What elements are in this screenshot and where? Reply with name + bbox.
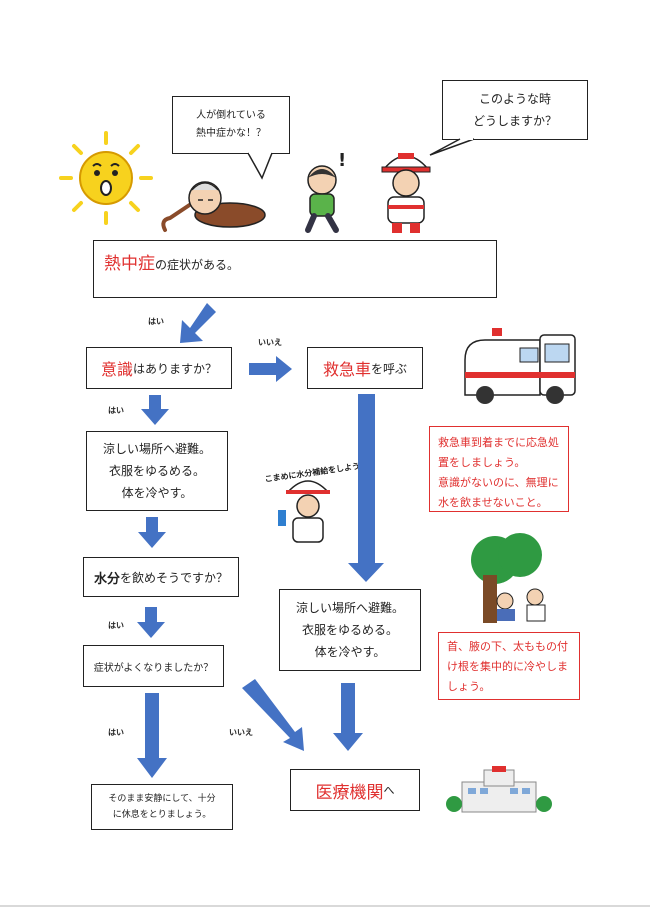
arrow-symptom-to-consciousness (180, 303, 216, 343)
tree-shade-illustration (471, 533, 546, 623)
label-yes-1: はい (148, 317, 164, 326)
consciousness-emph: 意識 (100, 360, 133, 379)
hospital-box: 医療機関へ (290, 769, 420, 811)
rest-line1: そのまま安静にして、十分 (108, 794, 216, 804)
speech-right-line2: どうしますか？ (472, 114, 557, 128)
fallen-person-illustration (161, 181, 266, 232)
note1-line2: 置をしましょう。 (438, 456, 526, 469)
first-aid-1-line1: 涼しい場所へ避難。 (102, 442, 211, 456)
arrow-consciousness-to-ambulance (249, 356, 292, 382)
speech-bubble-left: 人が倒れている 熱中症かな！？ (172, 96, 290, 154)
note2-line1: 首、腋の下、太ももの付 (447, 640, 568, 653)
firefighter-illustration (381, 153, 431, 233)
consciousness-rest: はありますか？ (133, 361, 218, 376)
hydration-illustration (278, 480, 330, 543)
arrow-improvement-to-hospital (242, 679, 304, 751)
consciousness-box: 意識はありますか？ (86, 347, 232, 389)
note1-line3: 意識がないのに、無理に (438, 476, 559, 489)
first-aid-2-line1: 涼しい場所へ避難。 (295, 601, 404, 615)
first-aid-2-line2: 衣服をゆるめる。 (301, 623, 398, 637)
arrow-water-to-improvement (137, 607, 165, 638)
arrow-improvement-to-rest (137, 693, 167, 778)
ambulance-call-box: 救急車を呼ぶ (307, 347, 423, 389)
hospital-emph: 医療機関 (315, 782, 384, 803)
water-emph: 水分 (93, 571, 120, 587)
label-no-1: いいえ (258, 338, 282, 347)
ambulance-emph: 救急車 (322, 360, 371, 379)
note2-line2: け根を集中的に冷やしま (447, 660, 568, 673)
water-rest: を飲めそうですか？ (120, 570, 229, 585)
arrow-ambulance-to-firstaid (348, 394, 384, 582)
label-no-2: いいえ (229, 728, 253, 737)
rest-box: そのまま安静にして、十分 に休息をとりましょう。 (91, 784, 233, 830)
note2-line3: しょう。 (447, 680, 491, 693)
arrow-firstaid2-to-hospital (333, 683, 363, 751)
rest-line2: に休息をとりましょう。 (112, 810, 212, 820)
improvement-text: 症状がよくなりましたか？ (93, 662, 214, 674)
arrow-firstaid-to-water (138, 517, 166, 548)
label-yes-3: はい (108, 621, 124, 630)
speech-right-line1: このような時 (478, 92, 551, 106)
svg-text:!: ! (338, 150, 346, 171)
note-ambulance-wait: 救急車到着までに応急処 置をしましょう。 意識がないのに、無理に 水を飲ませない… (429, 426, 569, 512)
first-aid-box-2: 涼しい場所へ避難。 衣服をゆるめる。 体を冷やす。 (279, 589, 421, 671)
arrow-consciousness-to-firstaid (141, 395, 169, 425)
first-aid-1-line3: 体を冷やす。 (121, 486, 193, 500)
first-aid-2-line3: 体を冷やす。 (314, 645, 386, 659)
note1-line1: 救急車到着までに応急処 (438, 436, 559, 449)
symptom-box: 熱中症の症状がある。 (93, 240, 497, 298)
speech-bubble-right: このような時 どうしますか？ (442, 80, 588, 140)
speech-left-line1: 人が倒れている (196, 110, 266, 121)
note-cooling: 首、腋の下、太ももの付 け根を集中的に冷やしま しょう。 (438, 632, 580, 700)
label-yes-2: はい (108, 406, 124, 415)
symptom-rest: の症状がある。 (155, 258, 240, 272)
ambulance-rest: を呼ぶ (371, 361, 408, 376)
note1-line4: 水を飲ませないこと。 (438, 496, 548, 509)
bottom-divider (0, 905, 650, 907)
water-box: 水分を飲めそうですか？ (83, 557, 239, 597)
label-yes-4: はい (108, 728, 124, 737)
hospital-rest: へ (383, 784, 395, 797)
improvement-box: 症状がよくなりましたか？ (83, 645, 224, 687)
hospital-icon (446, 766, 552, 813)
boy-illustration: ! (305, 150, 346, 233)
first-aid-1-line2: 衣服をゆるめる。 (108, 464, 205, 478)
speech-left-line2: 熱中症かな！？ (196, 128, 266, 139)
first-aid-box-1: 涼しい場所へ避難。 衣服をゆるめる。 体を冷やす。 (86, 431, 228, 511)
symptom-emph: 熱中症 (104, 254, 155, 274)
ambulance-illustration (464, 328, 576, 404)
sun-icon (59, 131, 153, 225)
